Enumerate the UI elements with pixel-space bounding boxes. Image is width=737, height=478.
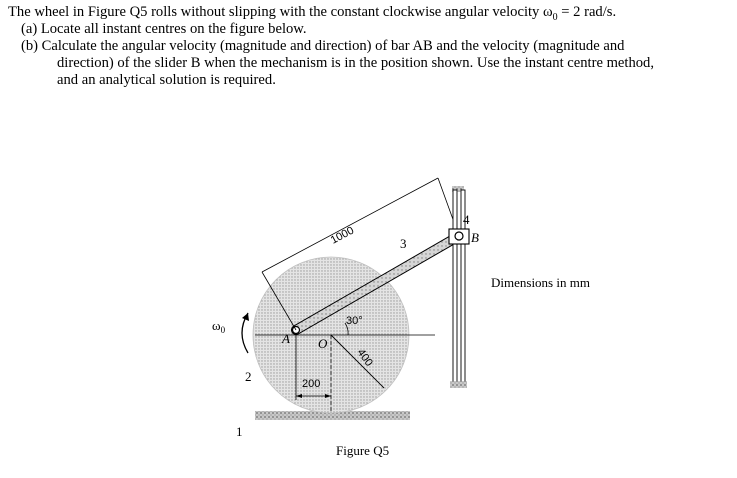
dim-1000-line (261, 177, 439, 273)
dim-1000-label: 1000 (329, 225, 356, 247)
ground-surface (255, 411, 410, 420)
radius-line (330, 334, 385, 389)
question-part-b-line1: (b) Calculate the angular velocity (magn… (21, 38, 625, 54)
dimensions-note: Dimensions in mm (491, 275, 590, 290)
dim-200-arrow-left (296, 394, 302, 398)
link-4-label: 4 (463, 212, 470, 227)
point-a-label: A (281, 331, 290, 346)
point-o-label: O (318, 336, 328, 351)
dim-200-label: 200 (302, 378, 320, 390)
omega-label: ω0 (212, 318, 226, 335)
dim-200-arrow-right (325, 394, 331, 398)
question-part-b-line2: direction) of the slider B when the mech… (57, 55, 655, 71)
dim-1000-extension-a (261, 271, 297, 331)
bar-ab (291, 231, 464, 335)
link-1-label: 1 (236, 424, 243, 439)
angle-arc (344, 322, 349, 336)
question-intro: The wheel in Figure Q5 rolls without sli… (8, 4, 617, 23)
pin-b (454, 231, 464, 241)
omega-arrowhead (242, 313, 249, 321)
omega-subscript: 0 (552, 11, 558, 23)
link-2-label: 2 (245, 369, 252, 384)
link-3-label: 3 (400, 236, 407, 251)
angle-label: 30° (346, 315, 363, 327)
guide-bottom-anchor (450, 381, 467, 388)
omega-symbol: ω (543, 4, 553, 20)
question-part-b-line3: and an analytical solution is required. (57, 72, 276, 88)
question-part-a: (a) Locate all instant centres on the fi… (21, 21, 307, 37)
guide-rail-left (452, 189, 458, 386)
guide-top-anchor (452, 186, 464, 192)
point-b-label: B (471, 230, 479, 245)
figure-caption: Figure Q5 (336, 443, 389, 458)
